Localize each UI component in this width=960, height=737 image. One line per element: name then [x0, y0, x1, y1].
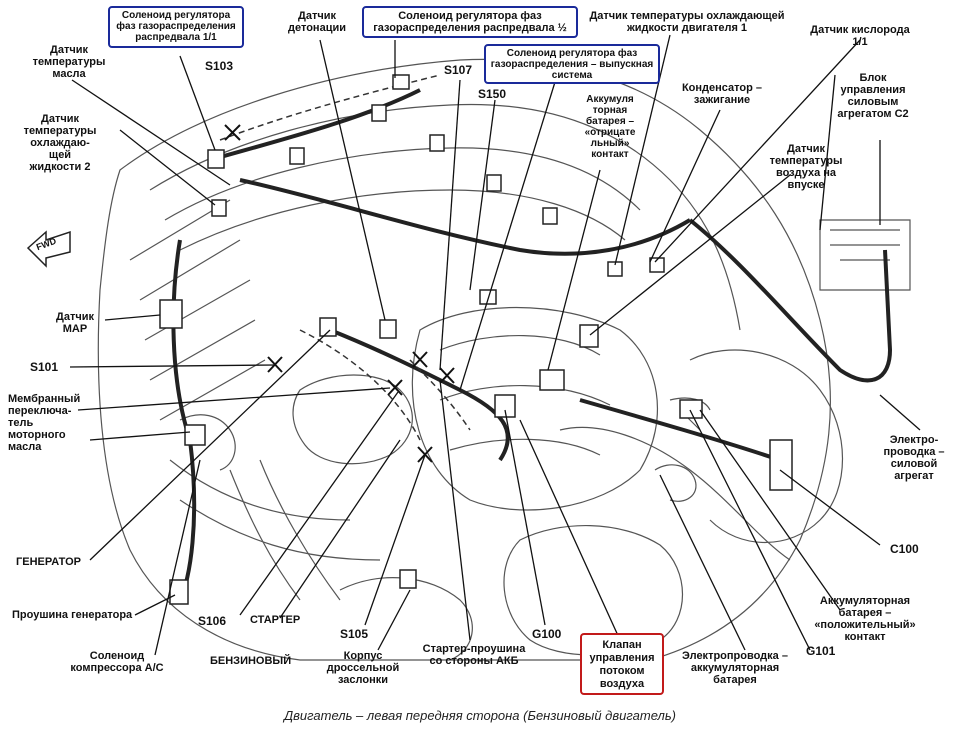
label-coolant-temp-sensor-2: Датчик температуры охлаждаю- щей жидкост…	[23, 113, 97, 173]
diagram-caption: Двигатель – левая передняя сторона (Бенз…	[283, 708, 676, 723]
label-c100: C100	[890, 542, 919, 556]
box-cam-solenoid-half: Соленоид регулятора фаз газораспределени…	[362, 6, 578, 38]
label-generator: ГЕНЕРАТОР	[16, 556, 81, 568]
label-battery-wiring: Электропроводка – аккумуляторная батарея	[682, 650, 788, 686]
label-s101: S101	[30, 360, 59, 374]
label-oxygen-sensor: Датчик кислорода 1/1	[810, 24, 910, 48]
label-s106: S106	[198, 614, 227, 628]
label-generator-lug: Проушина генератора	[12, 609, 133, 621]
harness-dashed	[219, 74, 471, 441]
label-gasoline: БЕНЗИНОВЫЙ	[210, 655, 292, 667]
label-throttle-body: Корпус дроссельной заслонки	[326, 650, 400, 686]
fwd-arrow-icon	[26, 230, 71, 268]
label-g101: G101	[806, 644, 836, 658]
label-battery-positive: Аккумуляторная батарея – «положительный»…	[814, 595, 916, 643]
label-map-sensor: Датчик MAP	[56, 311, 94, 335]
label-battery-negative: Аккумуля торная батарея – «отрицате льны…	[584, 94, 636, 160]
label-ac-compressor-solenoid: Соленоид компрессора A/C	[70, 650, 164, 674]
label-oil-temp-sensor: Датчик температуры масла	[32, 44, 106, 80]
label-s103: S103	[205, 59, 234, 73]
splice-marks	[224, 124, 455, 463]
label-g100: G100	[532, 627, 562, 641]
box-air-flow-valve: Клапан управления потоком воздуха	[580, 633, 664, 695]
label-coolant-temp-sensor-1: Датчик температуры охлаждающей жидкости …	[589, 10, 785, 34]
label-powertrain-module: Блок управления силовым агрегатом C2	[837, 72, 909, 120]
label-powertrain-wiring: Электро- проводка – силовой агрегат	[883, 434, 945, 482]
label-s105: S105	[340, 627, 369, 641]
label-starter: СТАРТЕР	[250, 614, 301, 626]
label-starter-lug: Стартер-проушина со стороны АКБ	[422, 643, 526, 667]
box-cam-solenoid-1-1: Соленоид регулятора фаз газораспределени…	[108, 6, 244, 48]
label-intake-air-temp-sensor: Датчик температуры воздуха на впуске	[769, 143, 843, 191]
box-exhaust-solenoid: Соленоид регулятора фаз газораспределени…	[484, 44, 660, 84]
label-oil-pressure-switch: Мембранный переключа- тель моторного мас…	[8, 393, 81, 453]
label-knock-sensor: Датчик детонации	[288, 10, 346, 34]
connectors	[159, 74, 793, 605]
label-s150: S150	[478, 87, 507, 101]
label-s107: S107	[444, 63, 473, 77]
label-ignition-capacitor: Конденсатор – зажигание	[681, 82, 763, 106]
leader-lines	[69, 34, 921, 656]
